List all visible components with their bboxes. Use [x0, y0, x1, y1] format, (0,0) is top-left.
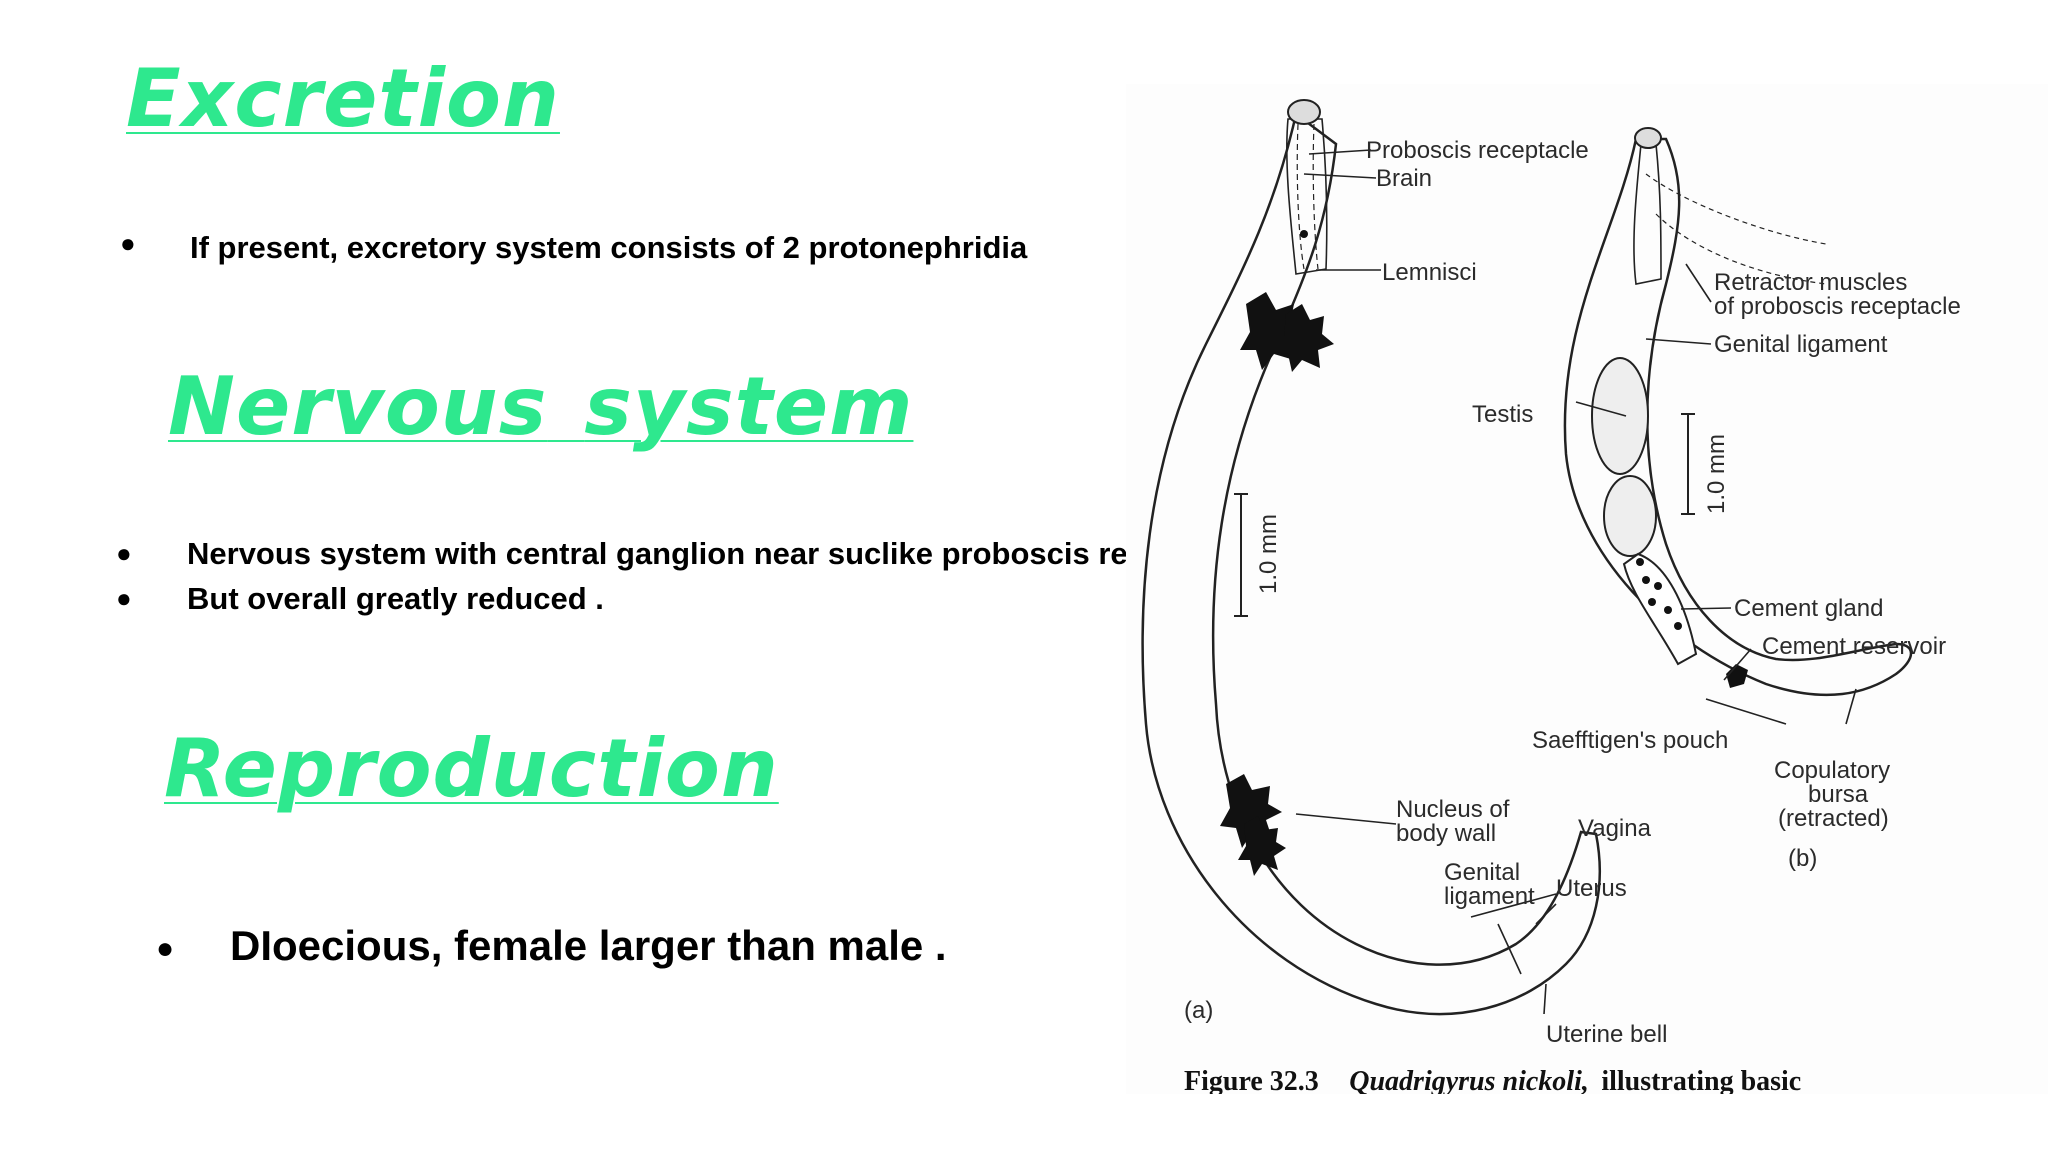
label-genital-ligament: Genital ligament: [1714, 331, 1888, 358]
reproduction-bullet-text: DIoecious, female larger than male .: [230, 922, 947, 969]
label-testis: Testis: [1472, 401, 1533, 428]
label-uterine-bell: Uterine bell: [1546, 1021, 1667, 1048]
label-retractor-1: Retractor muscles: [1714, 269, 1907, 296]
testis-2: [1603, 475, 1657, 557]
nervous-bullets-clip: ● Nervous system with central ganglion n…: [0, 530, 1126, 630]
label-uterus: Uterus: [1556, 875, 1627, 902]
nervous-system-heading: Nervous system: [168, 360, 913, 453]
worm-b-body: [1563, 137, 1913, 697]
cement-gland-dots: [1636, 558, 1682, 630]
excretion-bullet-text: If present, excretory system consists of…: [190, 230, 1028, 265]
testis-1: [1591, 357, 1649, 475]
system-heading-word: system: [584, 360, 914, 453]
caption-rest: illustrating basic: [1601, 1066, 1801, 1094]
label-copulatory-3: (retracted): [1778, 805, 1889, 832]
label-copulatory-2: bursa: [1808, 781, 1869, 808]
proboscis-tip-a: [1287, 99, 1321, 125]
nervous-heading-word: Nervous: [168, 360, 548, 453]
label-genital-1: Genital: [1444, 859, 1520, 886]
label-nucleus-1: Nucleus of: [1396, 796, 1510, 823]
acanthocephalan-figure: 1.0 mm Proboscis receptacle Brain Lemnis…: [1126, 84, 2048, 1094]
saefftigen-pouch: [1726, 664, 1748, 688]
bullet-dot: ●: [116, 538, 132, 568]
label-saefftigen: Saefftigen's pouch: [1532, 727, 1728, 754]
leader-lines-b: [1575, 263, 1857, 725]
caption-prefix: Figure 32.3: [1184, 1066, 1319, 1094]
label-genital-2: ligament: [1444, 883, 1535, 910]
scale-label-a: 1.0 mm: [1255, 514, 1282, 594]
nuclei-a: [1220, 230, 1334, 876]
caption-species: Quadrigyrus nickoli,: [1349, 1066, 1589, 1094]
excretion-bullet-clip: ● If present, excretory system consists …: [0, 220, 1126, 280]
scale-bar-a: [1234, 493, 1248, 617]
label-retractor-2: of proboscis receptacle: [1714, 293, 1961, 320]
excretion-heading: Excretion: [126, 52, 560, 145]
label-cement-reservoir: Cement reservoir: [1762, 633, 1946, 660]
label-vagina: Vagina: [1578, 815, 1652, 842]
figure-caption: Figure 32.3 Quadrigyrus nickoli, illustr…: [1184, 1066, 1801, 1094]
reproduction-heading: Reproduction: [164, 722, 779, 815]
bullet-dot: ●: [156, 932, 175, 965]
proboscis-tip-b: [1634, 127, 1662, 149]
cement-gland: [1622, 552, 1698, 666]
panel-label-a: (a): [1184, 997, 1213, 1024]
label-copulatory-1: Copulatory: [1774, 757, 1890, 784]
bullet-dot: ●: [116, 583, 132, 613]
label-proboscis-receptacle: Proboscis receptacle: [1366, 137, 1589, 164]
leader-lines-a: [1295, 149, 1557, 1015]
panel-label-b: (b): [1788, 845, 1817, 872]
label-brain: Brain: [1376, 165, 1432, 192]
label-nucleus-2: body wall: [1396, 820, 1496, 847]
figure-illustration: 1.0 mm Proboscis receptacle Brain Lemnis…: [1141, 99, 1961, 1094]
bullet-dot: ●: [120, 228, 136, 258]
label-cement-gland: Cement gland: [1734, 595, 1883, 622]
label-lemnisci: Lemnisci: [1382, 259, 1477, 286]
worm-a-body: [1141, 111, 1601, 1016]
nervous-bullet-1-text: Nervous system with central ganglion nea…: [187, 536, 1126, 571]
nervous-bullet-2-text: But overall greatly reduced .: [187, 581, 604, 616]
scale-label-b: 1.0 mm: [1703, 434, 1730, 514]
scale-bar-b: [1681, 413, 1695, 515]
